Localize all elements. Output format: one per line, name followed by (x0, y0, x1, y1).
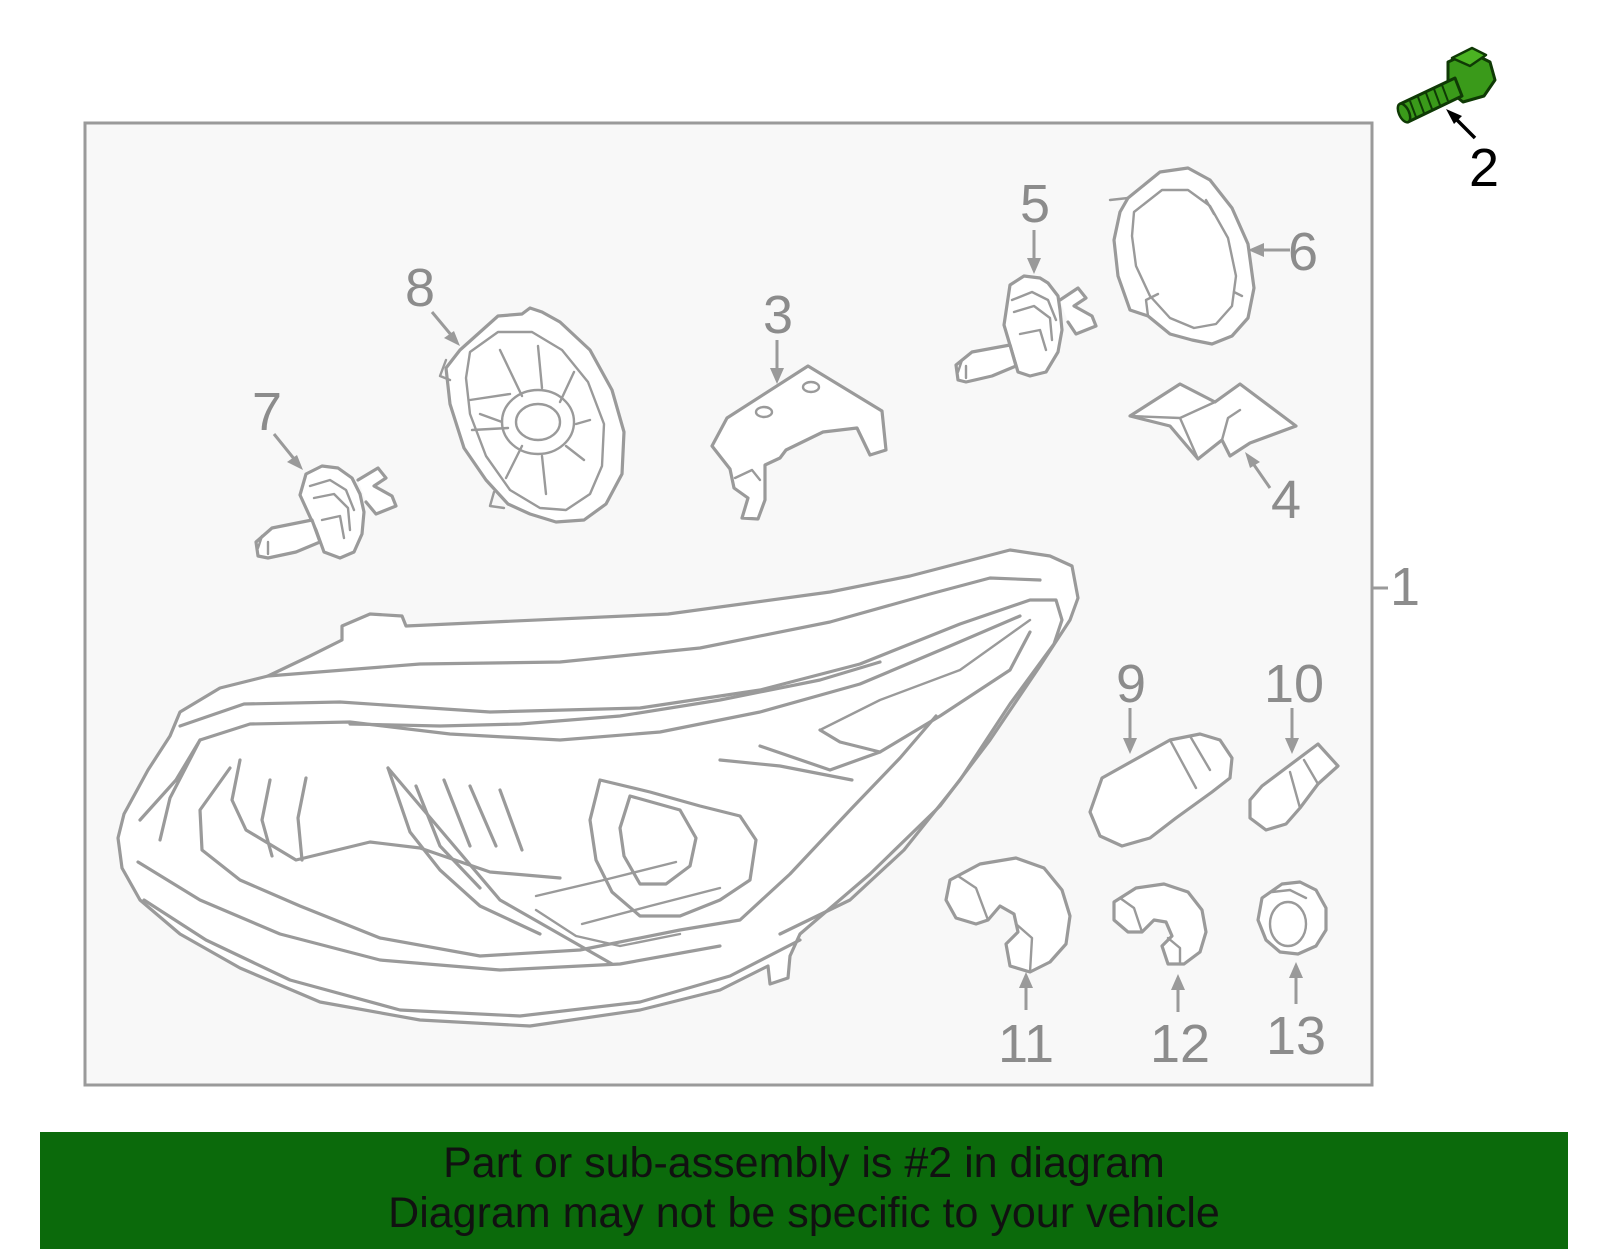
callout-2: 2 (1469, 138, 1499, 198)
callout-12-arrow (1171, 974, 1185, 1012)
callout-4-arrow (1245, 452, 1272, 489)
callout-5: 5 (1020, 174, 1050, 234)
callout-11-arrow (1019, 972, 1033, 1010)
part-12-clip (1112, 882, 1208, 966)
callout-9-arrow (1123, 708, 1137, 754)
info-banner: Part or sub-assembly is #2 in diagram Di… (40, 1132, 1568, 1249)
callout-10: 10 (1264, 654, 1324, 714)
part-8-cap (438, 306, 626, 524)
callout-13: 13 (1266, 1006, 1326, 1066)
callout-10-arrow (1285, 708, 1299, 754)
callout-1: 1 (1390, 557, 1420, 617)
banner-line-1: Part or sub-assembly is #2 in diagram (443, 1139, 1165, 1187)
part-4-clip (1128, 382, 1298, 461)
part-13-grommet (1256, 880, 1328, 956)
callout-9: 9 (1116, 654, 1146, 714)
callout-3-arrow (770, 340, 784, 384)
callout-6-arrow (1248, 243, 1290, 257)
callout-13-arrow (1289, 962, 1303, 1004)
callout-6: 6 (1288, 222, 1318, 282)
part-2-bolt[interactable] (1395, 46, 1497, 124)
part-10-bulb (1248, 742, 1340, 832)
callout-8-arrow (430, 311, 460, 346)
callout-4: 4 (1271, 470, 1301, 530)
part-7-bulb (254, 464, 398, 560)
part-6-dust-cover (1108, 166, 1256, 346)
banner-line-2: Diagram may not be specific to your vehi… (388, 1189, 1220, 1237)
callout-7-arrow (272, 433, 303, 470)
part-3-bracket (710, 364, 888, 521)
part-11-clip (944, 856, 1072, 974)
callout-8: 8 (405, 258, 435, 318)
part-9-bulb (1088, 732, 1234, 848)
callout-5-arrow (1027, 230, 1041, 274)
callout-7: 7 (252, 382, 282, 442)
callout-2-arrow (1446, 109, 1477, 140)
callout-12: 12 (1150, 1014, 1210, 1074)
callout-3: 3 (763, 285, 793, 345)
callout-11: 11 (998, 1014, 1054, 1074)
part-5-bulb (954, 274, 1098, 384)
part-1-headlamp-assembly (116, 548, 1080, 1028)
